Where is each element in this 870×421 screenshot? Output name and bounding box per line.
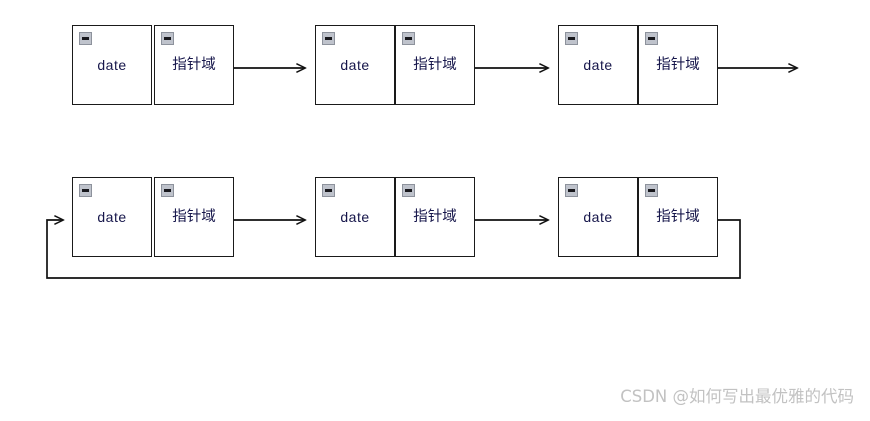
bottom-node-2-data-cell[interactable]: date [558, 177, 638, 257]
cell-label-data: date [583, 209, 613, 225]
collapse-minus-icon[interactable] [565, 184, 578, 197]
top-node-1-data-cell[interactable]: date [315, 25, 395, 105]
bottom-node-1-pointer-cell[interactable]: 指针域 [395, 177, 475, 257]
bottom-node-0-pointer-cell[interactable]: 指针域 [154, 177, 234, 257]
collapse-minus-icon[interactable] [402, 32, 415, 45]
collapse-minus-icon[interactable] [322, 32, 335, 45]
cell-label-data: date [583, 57, 613, 73]
collapse-minus-icon[interactable] [402, 184, 415, 197]
bottom-node-1-data-cell[interactable]: date [315, 177, 395, 257]
top-node-0-data-cell[interactable]: date [72, 25, 152, 105]
cell-label-data: date [340, 57, 370, 73]
cell-label-data: date [97, 209, 127, 225]
cell-label-pointer: 指针域 [413, 56, 457, 73]
cell-label-pointer: 指针域 [172, 208, 216, 225]
cell-label-pointer: 指针域 [656, 208, 700, 225]
top-node-2-pointer-cell[interactable]: 指针域 [638, 25, 718, 105]
cell-label-data: date [340, 209, 370, 225]
collapse-minus-icon[interactable] [565, 32, 578, 45]
collapse-minus-icon[interactable] [79, 184, 92, 197]
collapse-minus-icon[interactable] [79, 32, 92, 45]
csdn-watermark: CSDN @如何写出最优雅的代码 [620, 387, 854, 406]
bottom-wrap-around-connector [46, 220, 741, 279]
collapse-minus-icon[interactable] [645, 184, 658, 197]
collapse-minus-icon[interactable] [322, 184, 335, 197]
collapse-minus-icon[interactable] [161, 32, 174, 45]
bottom-node-2-pointer-cell[interactable]: 指针域 [638, 177, 718, 257]
collapse-minus-icon[interactable] [161, 184, 174, 197]
top-node-0-pointer-cell[interactable]: 指针域 [154, 25, 234, 105]
cell-label-pointer: 指针域 [656, 56, 700, 73]
top-node-1-pointer-cell[interactable]: 指针域 [395, 25, 475, 105]
bottom-node-0-data-cell[interactable]: date [72, 177, 152, 257]
collapse-minus-icon[interactable] [645, 32, 658, 45]
cell-label-pointer: 指针域 [172, 56, 216, 73]
cell-label-data: date [97, 57, 127, 73]
top-node-2-data-cell[interactable]: date [558, 25, 638, 105]
cell-label-pointer: 指针域 [413, 208, 457, 225]
